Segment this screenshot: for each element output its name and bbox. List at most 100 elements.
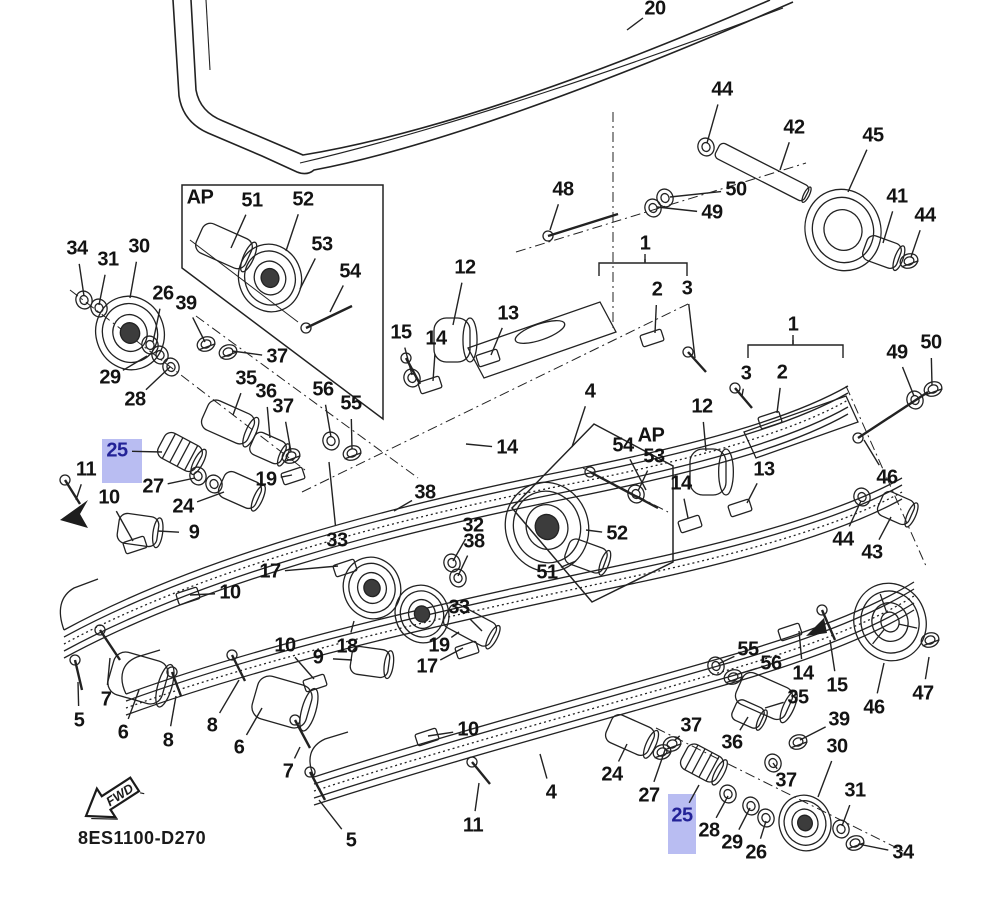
callout-AP: AP: [186, 186, 214, 209]
callout-11: 11: [75, 458, 97, 481]
callout-29: 29: [721, 831, 743, 854]
centerline-axes: [69, 112, 927, 852]
leader-lines: [75, 17, 933, 851]
callout-10: 10: [274, 634, 296, 657]
callout-27: 27: [142, 475, 164, 498]
callout-38: 38: [463, 530, 485, 553]
callout-4: 4: [584, 380, 596, 403]
pointer-arrows: [60, 500, 827, 636]
callout-17: 17: [416, 655, 438, 678]
callout-19: 19: [255, 468, 277, 491]
callout-13: 13: [753, 458, 775, 481]
callout-25-highlighted[interactable]: 25: [671, 804, 693, 827]
callout-56: 56: [312, 378, 334, 401]
callout-4: 4: [545, 781, 557, 804]
bold-arrow-small-icon: [806, 618, 827, 636]
callout-5: 5: [73, 709, 85, 732]
ap-box-top-left: [181, 184, 384, 421]
callout-36: 36: [255, 380, 277, 403]
callout-54: 54: [339, 260, 361, 283]
callout-7: 7: [100, 688, 112, 711]
callout-10: 10: [219, 581, 241, 604]
callout-53: 53: [643, 445, 665, 468]
callout-12: 12: [691, 395, 713, 418]
callout-20: 20: [644, 0, 666, 20]
callout-11: 11: [462, 814, 484, 837]
callout-39: 39: [175, 292, 197, 315]
callout-7: 7: [282, 760, 294, 783]
callout-34: 34: [66, 237, 88, 260]
callout-49: 49: [701, 201, 723, 224]
callout-1: 1: [787, 313, 799, 336]
callout-44: 44: [832, 528, 854, 551]
callout-14: 14: [670, 472, 692, 495]
callout-24: 24: [601, 763, 623, 786]
callout-42: 42: [783, 116, 805, 139]
callout-45: 45: [862, 124, 884, 147]
callout-49: 49: [886, 341, 908, 364]
callout-32: 32: [462, 514, 484, 537]
callout-9: 9: [312, 646, 324, 669]
callout-50: 50: [920, 331, 942, 354]
callout-1: 1: [639, 232, 651, 255]
highlight-rects: [102, 439, 696, 854]
callout-17: 17: [259, 560, 281, 583]
callout-5: 5: [345, 829, 357, 852]
callout-28: 28: [698, 819, 720, 842]
callout-2: 2: [651, 278, 663, 301]
callout-34: 34: [892, 841, 914, 864]
callout-29: 29: [99, 366, 121, 389]
callout-55: 55: [340, 392, 362, 415]
callout-2: 2: [776, 361, 788, 384]
callout-33: 33: [326, 529, 348, 552]
callout-37: 37: [266, 345, 288, 368]
callout-30: 30: [128, 235, 150, 258]
callout-33: 33: [448, 596, 470, 619]
callout-14: 14: [425, 327, 447, 350]
callout-41: 41: [886, 185, 908, 208]
diagram-code: 8ES1100-D270: [78, 828, 207, 848]
callout-36: 36: [721, 731, 743, 754]
callout-14: 14: [792, 662, 814, 685]
callout-13: 13: [497, 302, 519, 325]
callout-37: 37: [272, 395, 294, 418]
callout-31: 31: [844, 779, 866, 802]
callout-37: 37: [680, 714, 702, 737]
callout-51: 51: [536, 561, 558, 584]
callout-30: 30: [826, 735, 848, 758]
callout-53: 53: [311, 233, 333, 256]
callout-54: 54: [612, 434, 634, 457]
callout-10: 10: [98, 486, 120, 509]
track-outline: [172, 0, 794, 175]
callout-56: 56: [760, 652, 782, 675]
callout-14: 14: [496, 436, 518, 459]
callout-46: 46: [876, 466, 898, 489]
callout-43: 43: [861, 541, 883, 564]
callout-19: 19: [428, 634, 450, 657]
callout-52: 52: [606, 522, 628, 545]
callout-15: 15: [390, 321, 412, 344]
bold-arrow-icon: [60, 500, 88, 528]
callout-37: 37: [775, 769, 797, 792]
callout-6: 6: [233, 736, 245, 759]
callout-50: 50: [725, 178, 747, 201]
callout-25-highlighted[interactable]: 25: [106, 439, 128, 462]
ap-box-center: [510, 423, 674, 603]
callout-35: 35: [235, 367, 257, 390]
callout-27: 27: [638, 784, 660, 807]
callout-47: 47: [912, 682, 934, 705]
callout-28: 28: [124, 388, 146, 411]
callout-8: 8: [162, 729, 174, 752]
callout-10: 10: [457, 718, 479, 741]
callout-12: 12: [454, 256, 476, 279]
slide-rails: [59, 385, 915, 806]
callout-44: 44: [711, 78, 733, 101]
callout-24: 24: [172, 495, 194, 518]
callout-26: 26: [745, 841, 767, 864]
callout-51: 51: [241, 189, 263, 212]
callout-31: 31: [97, 248, 119, 271]
callout-15: 15: [826, 674, 848, 697]
callout-26: 26: [152, 282, 174, 305]
